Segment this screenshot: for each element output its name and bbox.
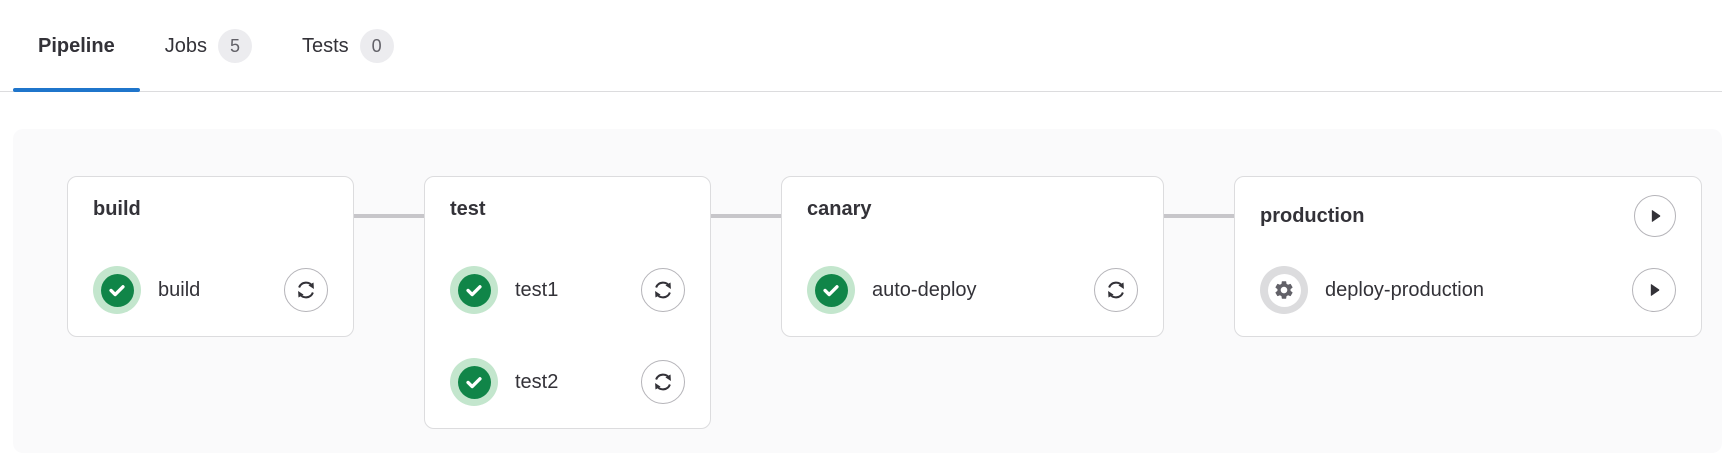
job-item-test1[interactable]: test1	[450, 266, 685, 314]
pipeline-tabs: Pipeline Jobs 5 Tests 0	[0, 0, 1722, 92]
stage-column-test: test test1	[424, 176, 711, 429]
status-success-icon	[450, 266, 498, 314]
connector-line	[354, 214, 424, 218]
retry-icon	[652, 279, 674, 301]
stage-column-build: build build	[67, 176, 354, 337]
tab-tests-label: Tests	[301, 34, 349, 57]
job-name: deploy-production	[1325, 279, 1484, 301]
job-name: auto-deploy	[872, 279, 977, 301]
tab-pipeline[interactable]: Pipeline	[13, 0, 140, 92]
tests-count-badge: 0	[359, 28, 394, 63]
jobs-count-badge: 5	[217, 28, 252, 63]
stage-header-production: production	[1260, 195, 1676, 237]
stage-header-canary: canary	[807, 195, 1138, 223]
retry-icon	[652, 371, 674, 393]
retry-icon	[295, 279, 317, 301]
play-icon	[1645, 206, 1665, 226]
job-item-build[interactable]: build	[93, 266, 328, 314]
status-success-icon	[93, 266, 141, 314]
job-item-deploy-production[interactable]: deploy-production	[1260, 266, 1676, 314]
stage-title-production: production	[1260, 205, 1365, 227]
status-manual-icon	[1260, 266, 1308, 314]
pipeline-graph: build build	[13, 129, 1722, 429]
job-name: build	[158, 279, 201, 301]
tab-jobs[interactable]: Jobs 5	[140, 0, 277, 91]
retry-job-button[interactable]	[641, 360, 685, 404]
retry-icon	[1105, 279, 1127, 301]
status-success-icon	[450, 358, 498, 406]
retry-job-button[interactable]	[284, 268, 328, 312]
job-name: test1	[515, 279, 559, 301]
tab-jobs-label: Jobs	[164, 34, 207, 57]
stage-column-production: production deploy-production	[1234, 176, 1702, 337]
retry-job-button[interactable]	[1094, 268, 1138, 312]
connector-line	[1164, 214, 1234, 218]
connector-line	[711, 214, 781, 218]
job-name: test2	[515, 371, 559, 393]
stage-title-test: test	[450, 198, 486, 220]
tab-tests[interactable]: Tests 0	[277, 0, 419, 91]
stage-header-test: test	[450, 195, 685, 223]
status-success-icon	[807, 266, 855, 314]
play-icon	[1644, 280, 1664, 300]
job-item-auto-deploy[interactable]: auto-deploy	[807, 266, 1138, 314]
job-list-test: test1	[450, 266, 685, 406]
stage-column-canary: canary auto-deploy	[781, 176, 1164, 337]
stage-play-button[interactable]	[1634, 195, 1676, 237]
job-list-canary: auto-deploy	[807, 266, 1138, 314]
stage-title-canary: canary	[807, 198, 872, 220]
stage-header-build: build	[93, 195, 328, 223]
tab-pipeline-label: Pipeline	[38, 34, 115, 57]
job-item-test2[interactable]: test2	[450, 358, 685, 406]
job-list-production: deploy-production	[1260, 266, 1676, 314]
retry-job-button[interactable]	[641, 268, 685, 312]
stage-title-build: build	[93, 198, 141, 220]
play-job-button[interactable]	[1632, 268, 1676, 312]
pipeline-graph-panel: build build	[13, 129, 1722, 453]
job-list-build: build	[93, 266, 328, 314]
